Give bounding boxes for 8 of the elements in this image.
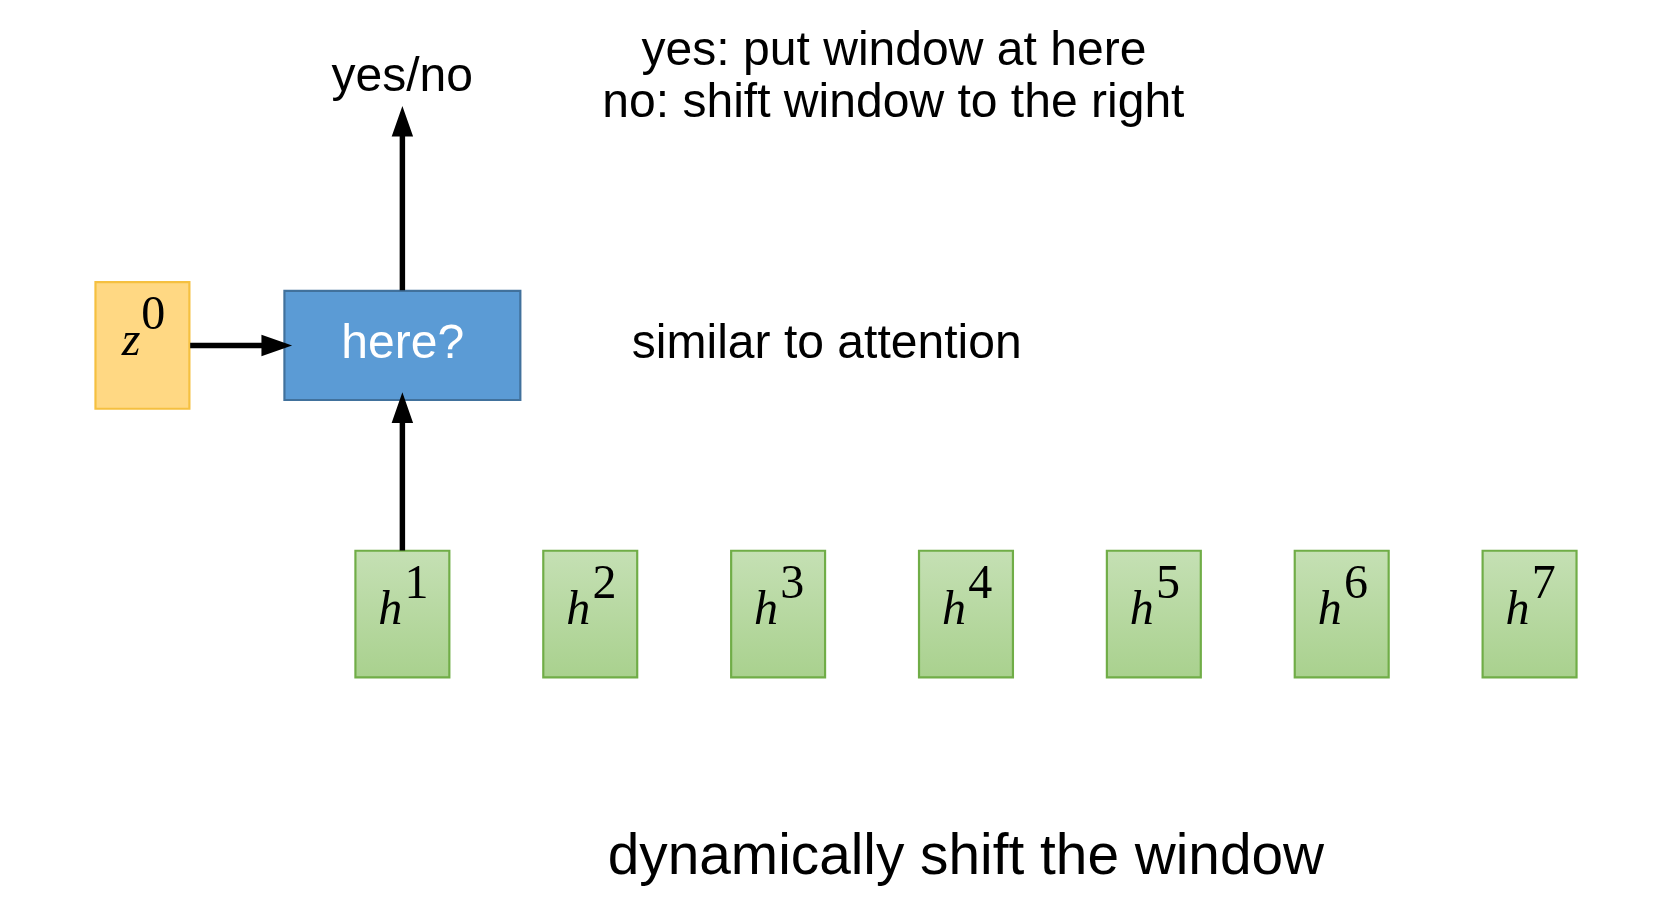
- arrow: [391, 105, 414, 290]
- node-box: here?: [283, 289, 522, 401]
- label: yes: put window at here: [641, 21, 1147, 75]
- node-text: yes/no: [331, 47, 473, 101]
- label: similar to attention: [631, 314, 1022, 368]
- label: dynamically shift the window: [607, 822, 1325, 886]
- arrow: [391, 391, 414, 551]
- arrow: [190, 334, 293, 356]
